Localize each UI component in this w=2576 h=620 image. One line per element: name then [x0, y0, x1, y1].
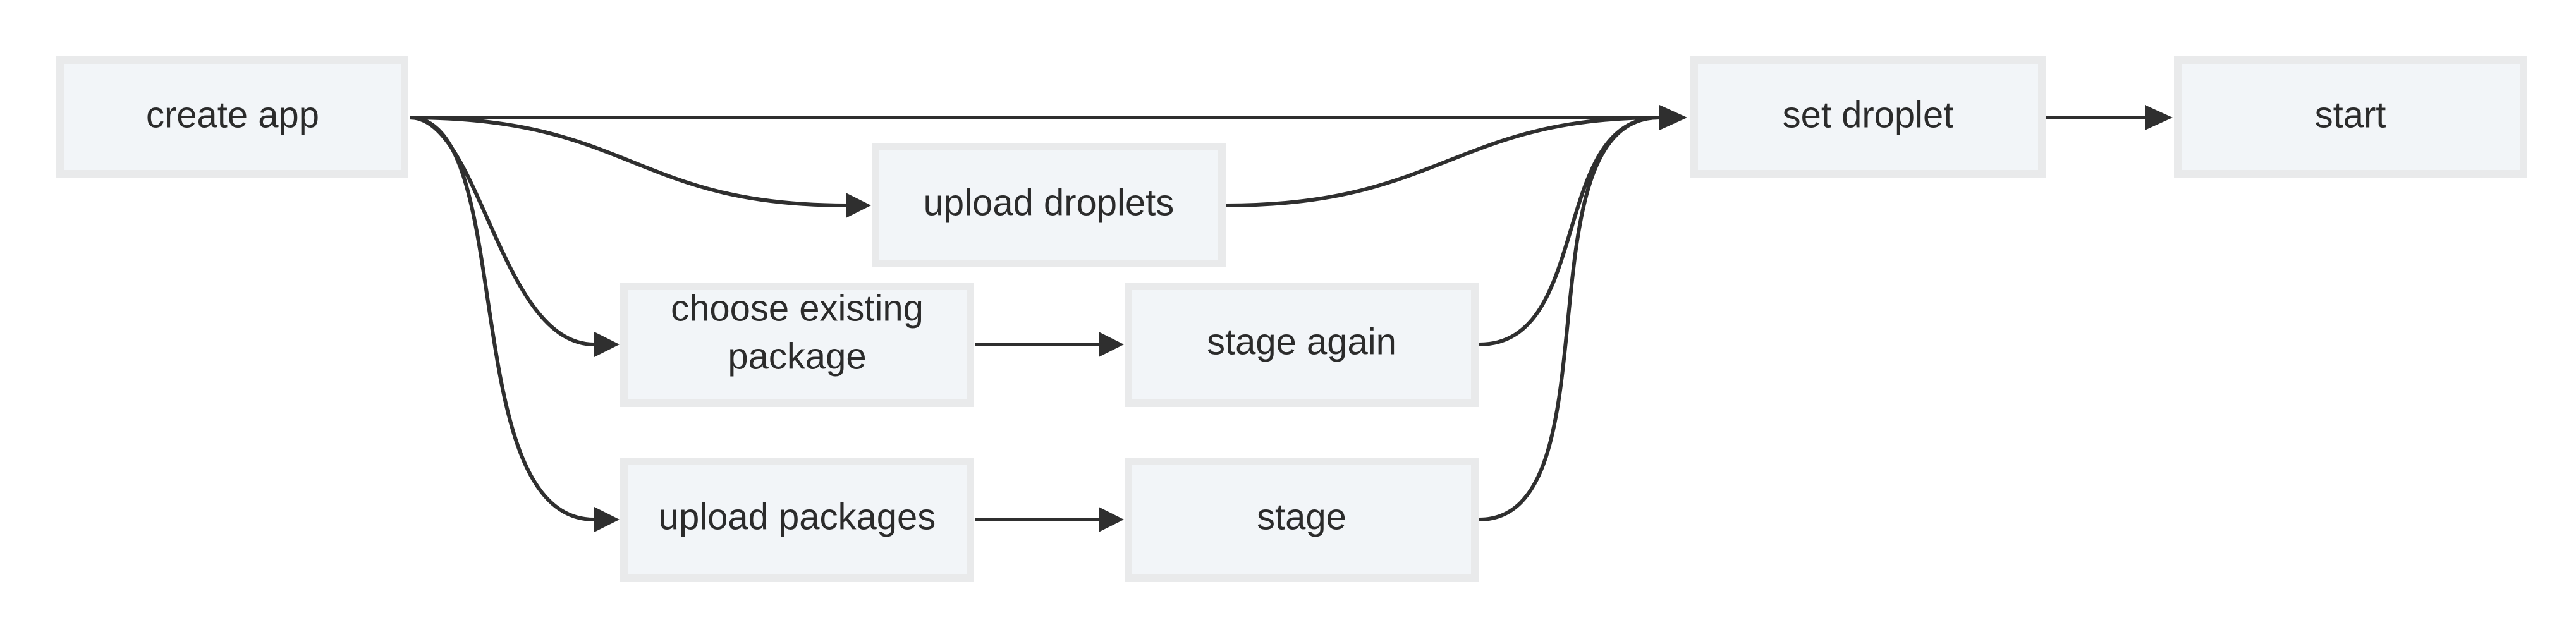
node-label: stage — [1257, 496, 1346, 537]
node-box — [620, 458, 974, 582]
edge-create-app-to-choose-existing-package — [409, 116, 595, 346]
node-set-droplet: set droplet — [1690, 56, 2046, 178]
arrowhead-icon — [2145, 105, 2173, 130]
nodes: create app upload droplets choose existi… — [56, 56, 2527, 582]
node-label: stage again — [1207, 321, 1396, 362]
node-label: set droplet — [1783, 94, 1954, 135]
edges — [409, 105, 2173, 532]
node-label: upload droplets — [924, 182, 1175, 223]
node-choose-existing-package: choose existing package — [620, 283, 974, 407]
node-box — [2174, 56, 2527, 178]
arrowhead-icon — [1099, 507, 1124, 532]
node-stage: stage — [1125, 458, 1479, 582]
node-label-line-2: package — [728, 336, 866, 377]
node-box — [872, 143, 1226, 267]
edge-upload-droplets-to-set-droplet — [1226, 116, 1660, 207]
arrowhead-icon — [846, 193, 871, 218]
edge-create-app-to-upload-packages — [409, 116, 595, 521]
node-box — [620, 283, 974, 407]
node-box — [56, 56, 408, 178]
node-label: upload packages — [659, 496, 936, 537]
arrowhead-icon — [594, 332, 620, 357]
node-label-line-1: choose existing — [671, 288, 924, 329]
node-start: start — [2174, 56, 2527, 178]
node-box — [1690, 56, 2046, 178]
arrowhead-icon — [1099, 332, 1124, 357]
node-label: start — [2315, 94, 2386, 135]
node-label: create app — [146, 94, 319, 135]
arrowhead-icon — [1659, 105, 1687, 130]
edge-create-app-to-upload-droplets — [409, 116, 848, 207]
arrowhead-icon — [594, 507, 620, 532]
node-stage-again: stage again — [1125, 283, 1479, 407]
node-create-app: create app — [56, 56, 408, 178]
node-upload-droplets: upload droplets — [872, 143, 1226, 267]
node-box — [1125, 283, 1479, 407]
node-upload-packages: upload packages — [620, 458, 974, 582]
edge-stage-to-set-droplet — [1479, 116, 1660, 521]
node-box — [1125, 458, 1479, 582]
